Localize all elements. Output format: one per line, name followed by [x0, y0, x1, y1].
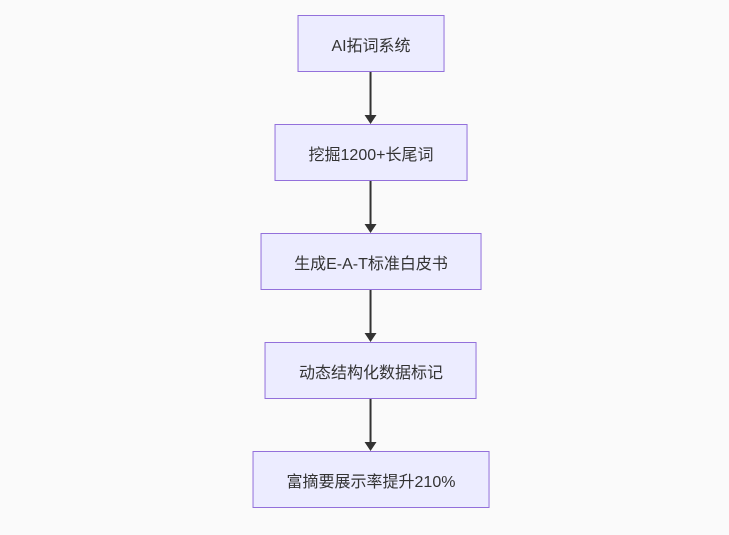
flow-node-label: 生成E-A-T标准白皮书 [294, 255, 448, 273]
flow-node-rich-snippet-result: 富摘要展示率提升210% [252, 451, 490, 508]
arrow-line [370, 181, 372, 224]
arrow-down-icon [365, 442, 377, 451]
flow-node-label: 挖掘1200+长尾词 [308, 146, 434, 164]
arrow-down-icon [365, 333, 377, 342]
arrow-line [370, 290, 372, 333]
flow-arrow-3-4 [365, 290, 377, 342]
flow-node-label: 动态结构化数据标记 [298, 364, 443, 382]
flow-arrow-2-3 [365, 181, 377, 233]
flow-node-ai-word-expansion: AI拓词系统 [297, 15, 445, 72]
flow-arrow-1-2 [365, 72, 377, 124]
arrow-line [370, 72, 372, 115]
flow-node-label: 富摘要展示率提升210% [286, 473, 456, 491]
arrow-down-icon [365, 115, 377, 124]
flowchart-column: AI拓词系统 挖掘1200+长尾词 生成E-A-T标准白皮书 动态结构化数据标记 [252, 15, 490, 508]
flow-node-structured-data: 动态结构化数据标记 [264, 342, 477, 399]
arrow-down-icon [365, 224, 377, 233]
flow-arrow-4-5 [365, 399, 377, 451]
flow-node-label: AI拓词系统 [331, 37, 411, 55]
arrow-line [370, 399, 372, 442]
flow-node-longtail-mining: 挖掘1200+长尾词 [274, 124, 468, 181]
flow-node-eat-whitepaper: 生成E-A-T标准白皮书 [260, 233, 482, 290]
